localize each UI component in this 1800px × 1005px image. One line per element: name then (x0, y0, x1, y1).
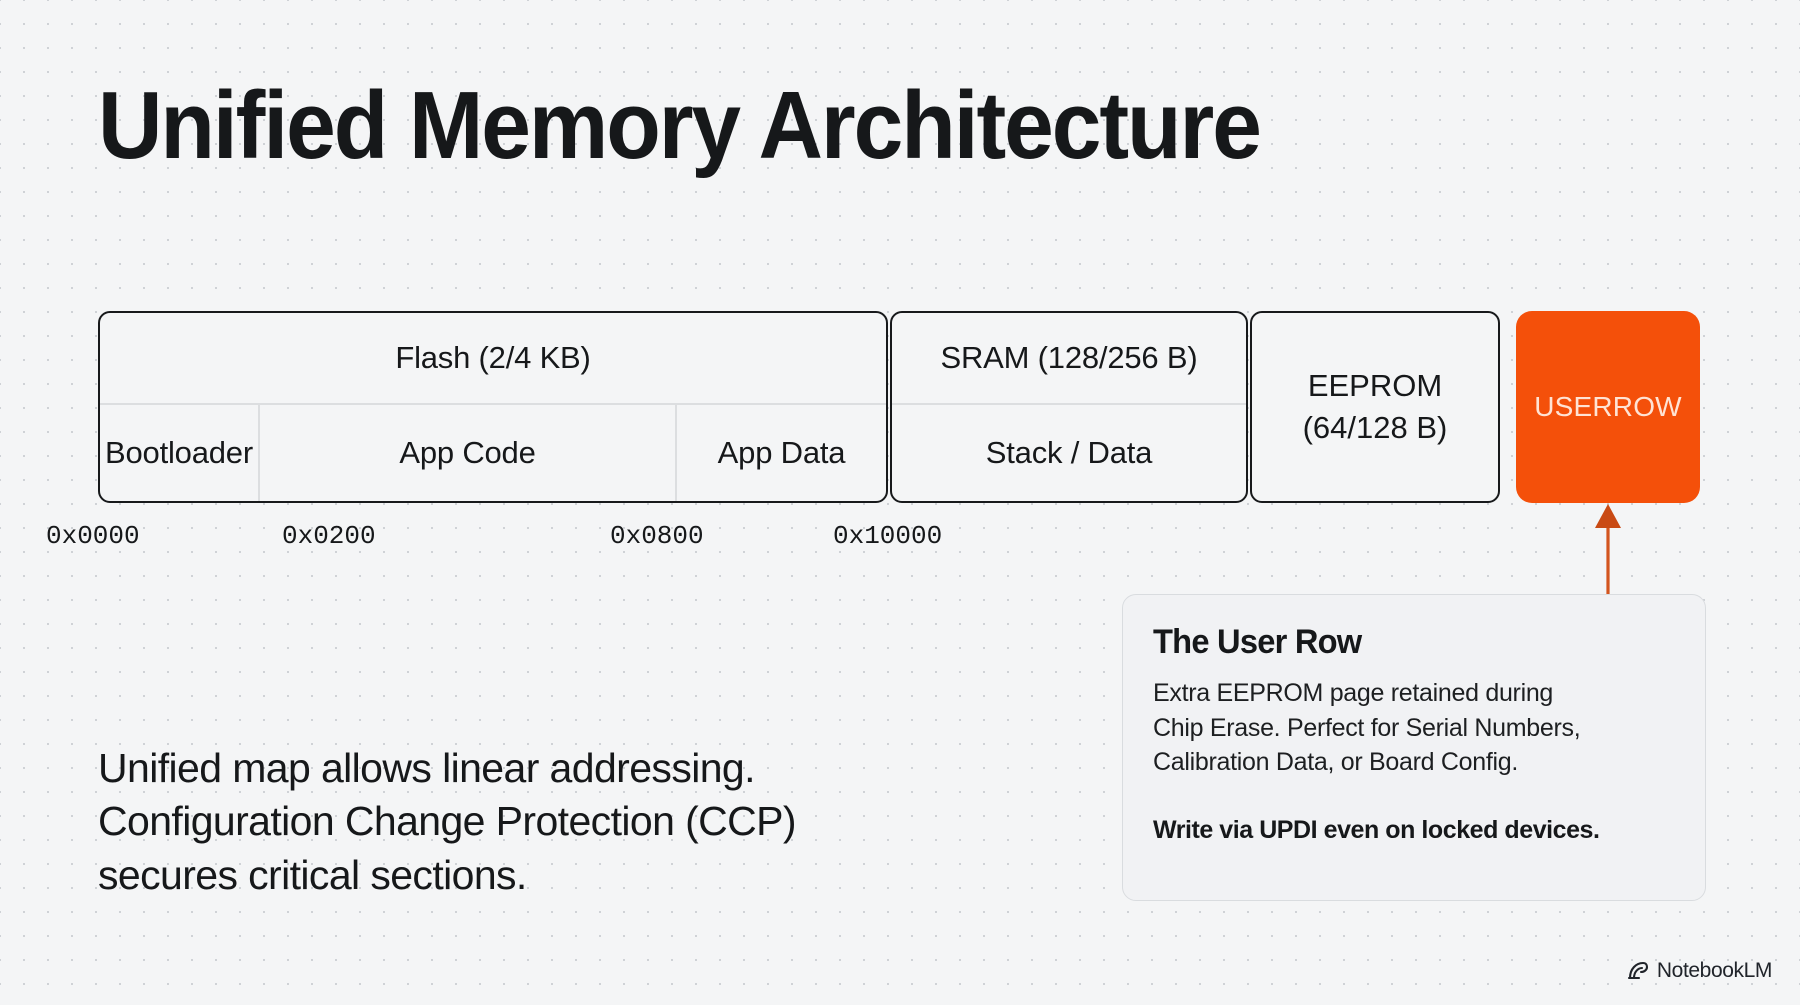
flash-header-label: Flash (2/4 KB) (100, 313, 886, 405)
info-card-body-line-2: Chip Erase. Perfect for Serial Numbers, (1153, 713, 1581, 742)
body-line-2: Configuration Change Protection (CCP) (98, 798, 797, 845)
eeprom-label-group: EEPROM (64/128 B) (1252, 313, 1498, 501)
body-line-3: secures critical sections. (98, 851, 527, 898)
info-card-note: Write via UPDI even on locked devices. (1153, 815, 1600, 844)
address-label-0: 0x0000 (46, 521, 140, 551)
sram-subcell-stack-data: Stack / Data (985, 435, 1153, 470)
flash-subcell-row: Bootloader App Code App Data (100, 405, 886, 501)
eeprom-header-line-2: (64/128 B) (1302, 410, 1448, 445)
address-label-1: 0x0200 (282, 521, 376, 551)
body-line-1: Unified map allows linear addressing. (98, 745, 756, 791)
memory-block-eeprom: EEPROM (64/128 B) (1250, 311, 1500, 503)
sram-subcell-row: Stack / Data (892, 405, 1246, 501)
eeprom-header-line-1: EEPROM (1307, 368, 1443, 404)
memory-block-sram: SRAM (128/256 B) Stack / Data (890, 311, 1248, 503)
flash-subcell-bootloader: Bootloader (105, 435, 253, 470)
info-card-body: Extra EEPROM page retained during Chip E… (1153, 676, 1675, 780)
memory-block-userrow: USERROW (1516, 311, 1700, 503)
address-ruler: 0x0000 0x0200 0x0800 0x10000 (0, 521, 1800, 555)
address-label-2: 0x0800 (610, 521, 704, 551)
userrow-label: USERROW (1534, 391, 1682, 422)
info-card-body-line-3: Calibration Data, or Board Config. (1153, 748, 1518, 776)
sram-header-label: SRAM (128/256 B) (892, 313, 1246, 405)
address-label-3: 0x10000 (833, 521, 943, 551)
notebooklm-watermark: NotebookLM (1627, 959, 1772, 983)
flash-subcell-app-code: App Code (258, 405, 675, 501)
memory-map-diagram: Flash (2/4 KB) Bootloader App Code App D… (98, 311, 1700, 503)
body-paragraph: Unified map allows linear addressing. Co… (98, 742, 978, 902)
page-title: Unified Memory Architecture (98, 72, 1262, 179)
info-card-body-line-1: Extra EEPROM page retained during (1153, 679, 1554, 707)
user-row-info-card: The User Row Extra EEPROM page retained … (1122, 594, 1706, 901)
memory-block-flash: Flash (2/4 KB) Bootloader App Code App D… (98, 311, 888, 503)
notebooklm-watermark-label: NotebookLM (1656, 959, 1772, 982)
info-card-title: The User Row (1153, 623, 1362, 661)
notebooklm-logo-icon (1627, 961, 1648, 980)
flash-subcell-app-data: App Data (675, 405, 886, 501)
